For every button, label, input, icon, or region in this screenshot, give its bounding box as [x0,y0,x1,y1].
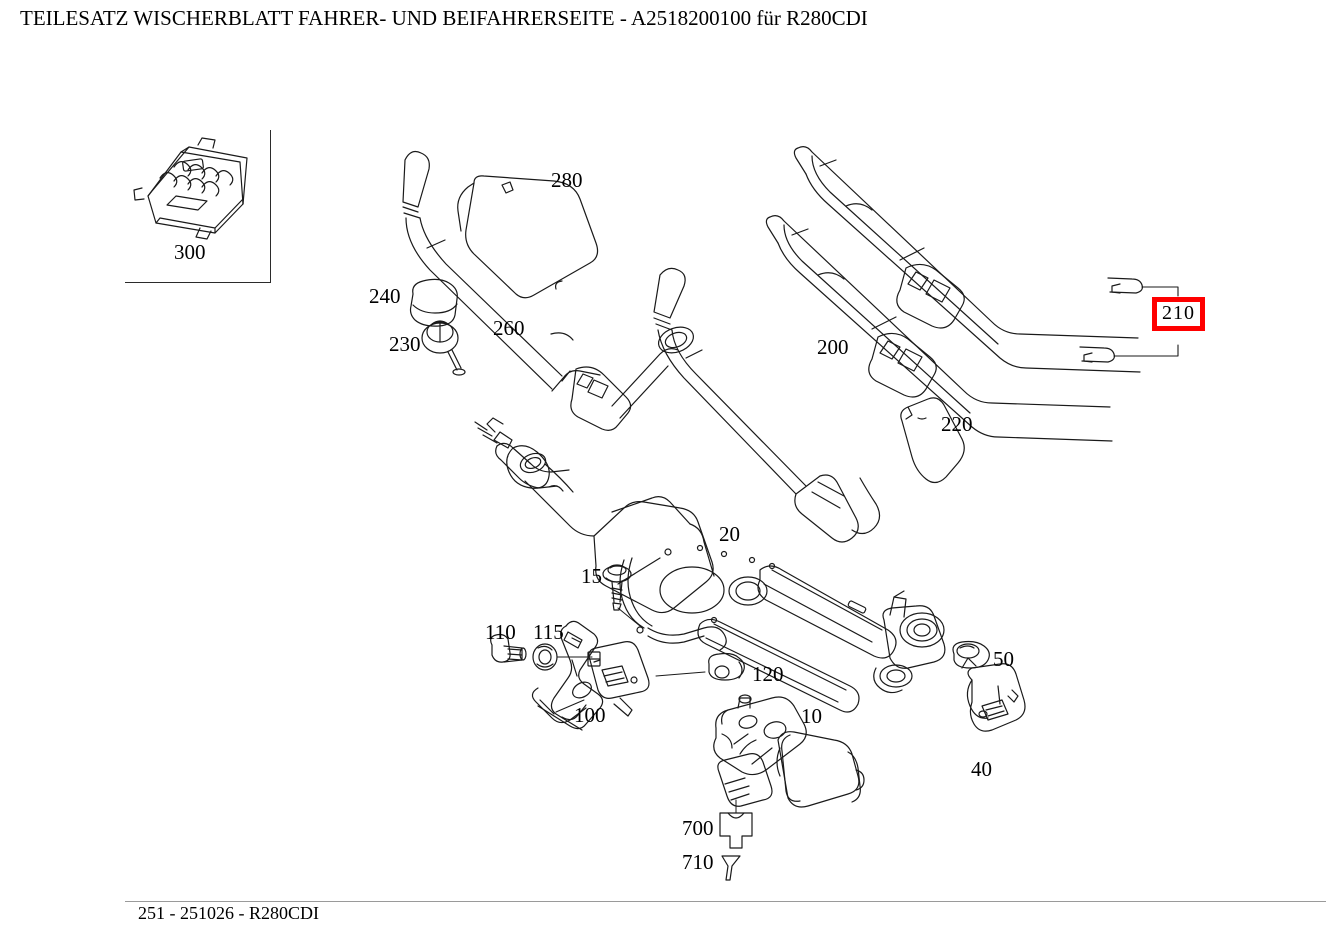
part-label-15[interactable]: 15 [581,564,602,588]
part-300-plug-connector [133,137,248,240]
part-200-wiper-arm-passenger [653,267,881,543]
connector-inset-frame [125,130,271,283]
leader-15 [617,607,641,627]
part-40-motor-bracket [966,663,1026,732]
part-label-40[interactable]: 40 [971,757,992,781]
part-label-220[interactable]: 220 [941,412,973,436]
part-label-210-highlighted[interactable]: 210 [1152,297,1205,331]
part-label-100[interactable]: 100 [574,703,606,727]
leader-lines-210 [1113,286,1179,357]
part-220-arm-cover-cap [900,397,965,484]
part-120-grommet [708,652,745,681]
part-710-terminal-pin [721,855,741,881]
page-title: TEILESATZ WISCHERBLATT FAHRER- UND BEIFA… [20,6,868,30]
part-100-bracket [531,620,604,731]
footer-reference: 251 - 251026 - R280CDI [138,903,319,923]
part-280-cover-plate [457,175,599,299]
part-15-screw [602,557,661,611]
part-label-300[interactable]: 300 [174,240,206,264]
part-label-50[interactable]: 50 [993,647,1014,671]
part-label-115[interactable]: 115 [533,620,564,644]
part-label-230[interactable]: 230 [389,332,421,356]
part-210-wiper-blade-lower [765,215,1115,442]
part-label-20[interactable]: 20 [719,522,740,546]
part-label-280[interactable]: 280 [551,168,583,192]
leader-100 [555,699,585,713]
part-50-rubber-mount [952,640,990,669]
part-label-240[interactable]: 240 [369,284,401,308]
part-115-washer [532,643,558,671]
footer-divider [125,901,1326,902]
part-20-linkage-assembly [474,417,946,717]
part-label-110[interactable]: 110 [485,620,516,644]
part-10-wiper-motor [713,694,865,808]
part-260-wiper-arm-driver [402,150,695,431]
part-label-10[interactable]: 10 [801,704,822,728]
part-210-wiper-blade-upper [793,146,1143,373]
part-110-bolt [490,633,527,663]
leader-120 [655,671,706,677]
part-230-nut [421,320,466,376]
part-label-260[interactable]: 260 [493,316,525,340]
part-label-710[interactable]: 710 [682,850,714,874]
part-label-200[interactable]: 200 [817,335,849,359]
part-700-connector-housing [719,812,753,849]
part-label-120[interactable]: 120 [752,662,784,686]
part-240-cap [409,278,458,327]
part-label-700[interactable]: 700 [682,816,714,840]
